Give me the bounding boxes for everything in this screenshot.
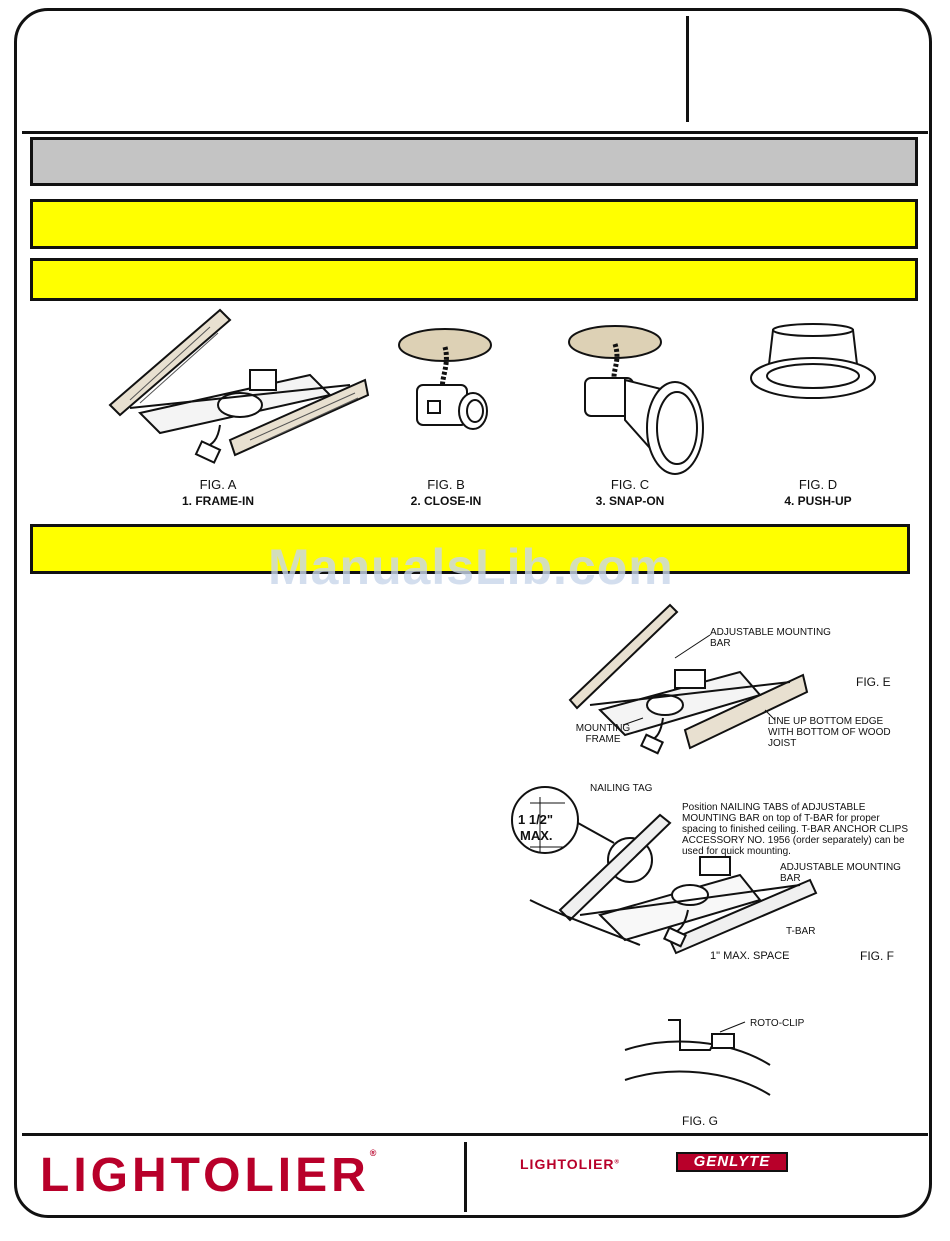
section-band [30,524,910,574]
watermark: ManualsLib.com [268,539,674,595]
page-frame [14,8,932,1218]
fig-e-drawing [568,603,809,755]
fig-b-caption: FIG. B 2. CLOSE-IN [376,476,516,510]
fig-d-caption: FIG. D 4. PUSH-UP [748,476,888,510]
lightolier-small-logo-text: LIGHTOLIER [520,1156,615,1172]
fig-a-step: 1. FRAME-IN [182,494,254,508]
fig-c-caption: FIG. C 3. SNAP-ON [560,476,700,510]
fig-c-label: FIG. C [610,477,650,492]
lightolier-logo: LIGHTOLIER® [40,1148,377,1202]
fig-c-step: 3. SNAP-ON [595,494,665,508]
notice-band [30,258,918,301]
title-band [30,137,918,186]
fig-f-tbar-label: T-BAR [786,926,816,937]
fig-f-bar-label: ADJUSTABLE MOUNTING BAR [780,862,901,884]
fig-f-max-value: 1 1/2" [518,812,554,827]
fig-b-label: FIG. B [427,477,465,492]
lightolier-logo-text: LIGHTOLIER [40,1149,370,1202]
fig-g-caption: FIG. G [682,1114,718,1128]
fig-a-drawing [108,308,370,464]
fig-e-frame-label: MOUNTING FRAME [575,723,631,745]
fig-g-clip-label: ROTO-CLIP [750,1018,805,1029]
fig-e-lineup-label: LINE UP BOTTOM EDGE WITH BOTTOM OF WOOD … [768,716,891,749]
header-divider [686,16,689,122]
fig-d-drawing [750,323,876,399]
fig-g-drawing [624,1019,771,1096]
fig-e-bar-label: ADJUSTABLE MOUNTING BAR [710,627,831,649]
fig-a-caption: FIG. A 1. FRAME-IN [148,476,288,510]
footer-rule [22,1133,928,1136]
fig-b-step: 2. CLOSE-IN [410,494,482,508]
fig-a-label: FIG. A [199,477,237,492]
footer-divider [464,1142,467,1212]
fig-d-label: FIG. D [798,477,838,492]
fig-e-caption: FIG. E [856,675,891,689]
fig-f-drawing [511,786,818,955]
fig-f-nailing-tag-label: NAILING TAG [590,783,653,794]
fig-f-space-label: 1" MAX. SPACE [710,950,790,962]
warning-band [30,199,918,249]
fig-b-drawing [398,328,492,430]
fig-c-drawing [568,325,704,475]
genlyte-logo: GENLYTE [676,1152,788,1172]
fig-f-max-label: MAX. [520,828,553,843]
header-rule [22,131,928,134]
fig-f-note: Position NAILING TABS of ADJUSTABLE MOUN… [682,802,909,857]
lightolier-small-logo: LIGHTOLIER® [520,1156,620,1172]
fig-d-step: 4. PUSH-UP [784,494,852,508]
fig-f-caption: FIG. F [860,949,894,963]
